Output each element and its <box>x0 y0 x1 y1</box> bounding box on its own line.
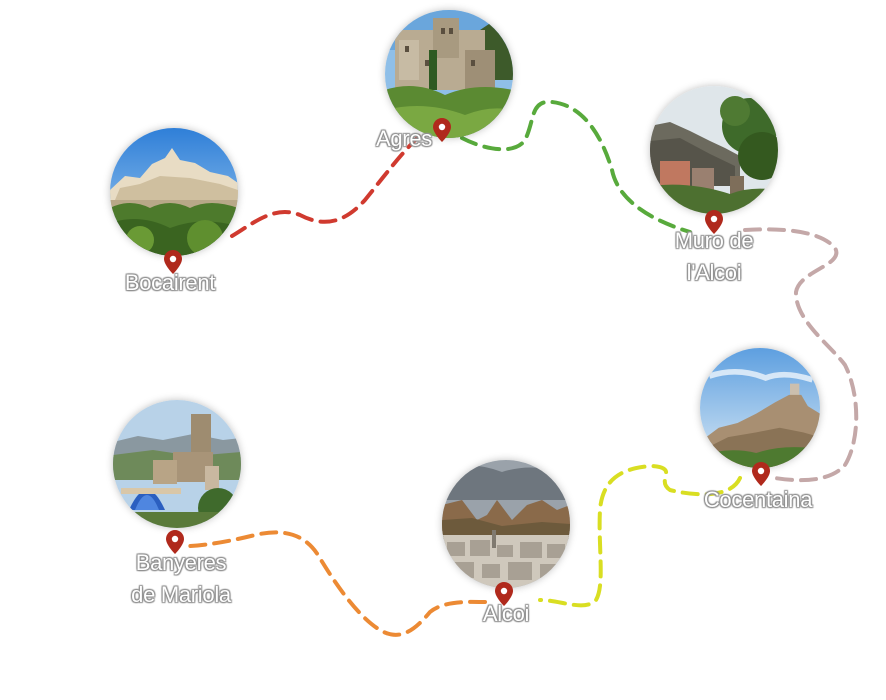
bocairent-photo <box>110 128 238 256</box>
agres-pin-icon <box>433 118 451 142</box>
muro-label: Muro de l'Alcoi <box>674 228 754 285</box>
alcoi-photo <box>442 460 570 588</box>
alcoi-pin-icon <box>495 582 513 606</box>
banyeres-label: Banyeres de Mariola <box>131 550 231 607</box>
bocairent-pin-icon <box>164 250 182 274</box>
bocairent-label: Bocairent <box>124 270 216 295</box>
cocentaina-pin-icon <box>752 462 770 486</box>
route-cocentaina-alcoi <box>538 463 742 608</box>
banyeres-pin-icon <box>166 530 184 554</box>
cocentaina-photo <box>700 348 820 468</box>
route-alcoi-banyeres <box>188 530 487 637</box>
muro-pin-icon <box>705 210 723 234</box>
agres-label: Agres <box>376 126 432 151</box>
cocentaina-label: Cocentaina <box>703 487 813 512</box>
route-agres-muro <box>460 99 692 234</box>
muro-photo <box>650 86 778 214</box>
alcoi-label: Alcoi <box>482 601 530 626</box>
route-muro-cocentaina <box>743 227 859 483</box>
banyeres-photo <box>113 400 241 528</box>
